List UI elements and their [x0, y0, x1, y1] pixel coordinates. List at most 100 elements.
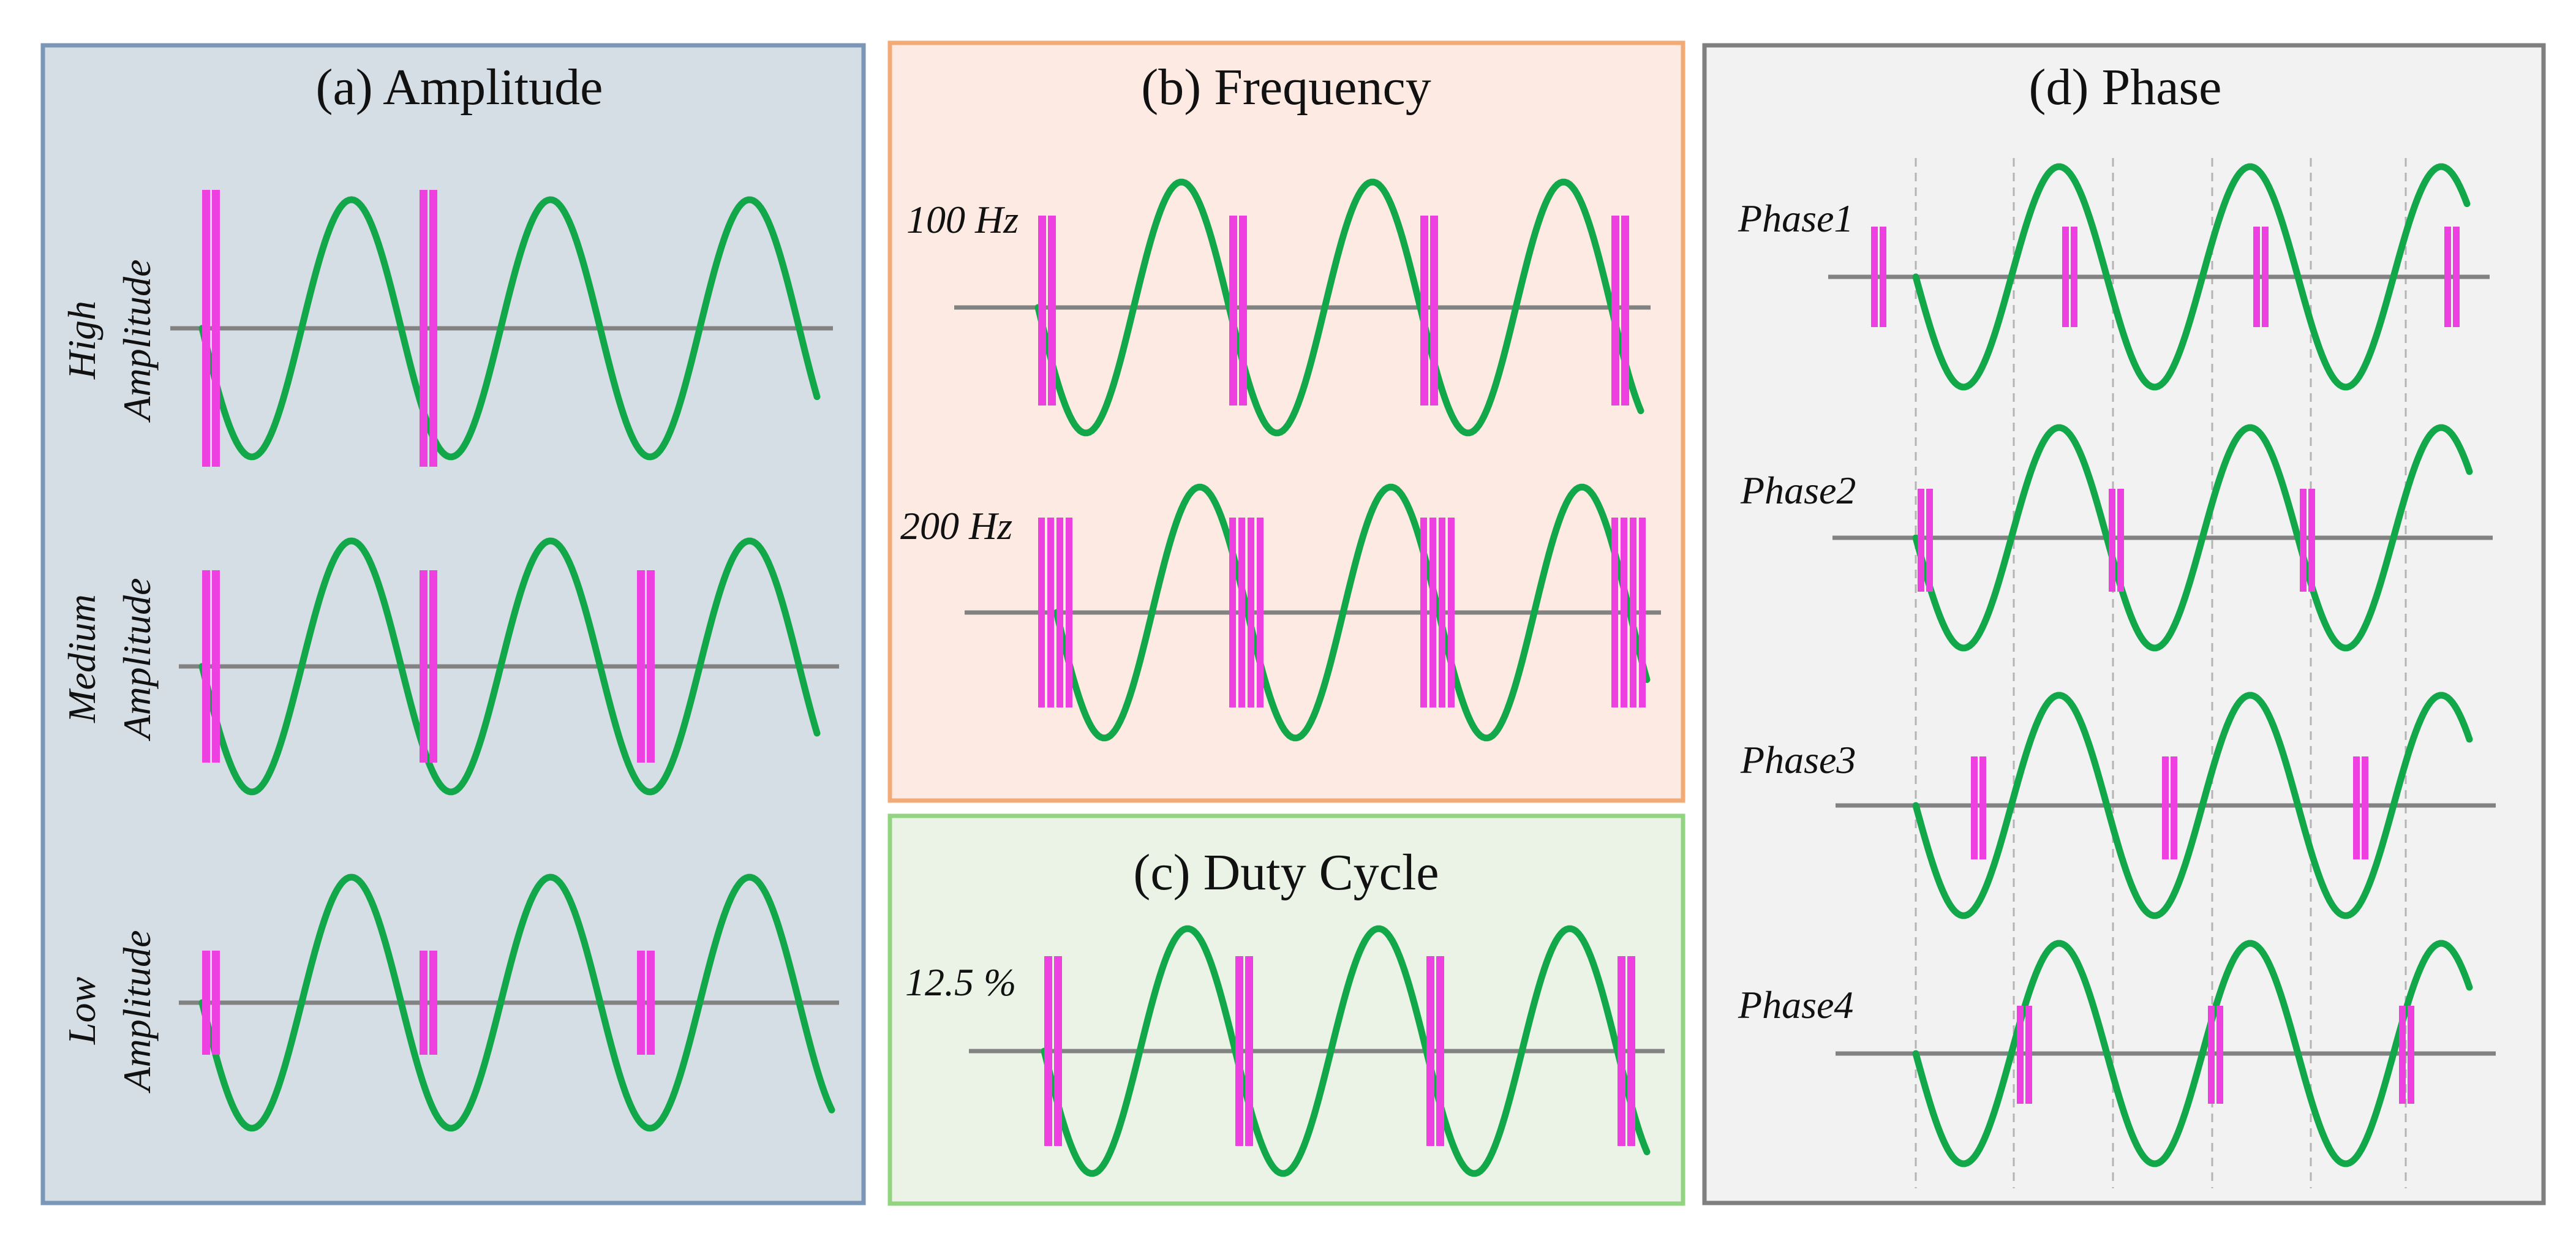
stim-pulse [1066, 518, 1072, 707]
stim-pulse [1229, 216, 1237, 405]
panel-phase-title: (d) Phase [2029, 59, 2222, 116]
stim-pulse [202, 951, 210, 1055]
pulse-trains [202, 570, 655, 763]
stim-pulse [1248, 518, 1254, 707]
panel-duty-cycle: (c) Duty Cycle 12.5 % [887, 813, 1685, 1206]
row-label-medium-line2: Amplitude [115, 578, 159, 741]
stim-pulse [2253, 227, 2260, 327]
panel-duty-cycle-box [887, 813, 1685, 1206]
panel-amplitude: (a) Amplitude High Amplitude Medium Ampl… [40, 43, 866, 1205]
pulse-trains [202, 190, 437, 467]
pulse-trains [1038, 518, 1646, 707]
sine-wave [198, 196, 821, 461]
row-label-200hz: 200 Hz [900, 504, 1012, 548]
stim-pulse [1054, 956, 1062, 1146]
stim-pulse [2399, 1006, 2406, 1104]
stim-pulse [1439, 518, 1445, 707]
amplitude-row-medium [179, 537, 839, 796]
stim-pulse [1056, 518, 1063, 707]
sine-wave [1034, 178, 1644, 437]
stim-pulse [2117, 489, 2124, 592]
pulse-trains [1871, 227, 2460, 327]
stim-pulse [2300, 489, 2307, 592]
stim-pulse [1979, 756, 1986, 859]
stim-pulse [2062, 227, 2069, 327]
stim-pulse [2109, 489, 2115, 592]
pulse-trains [2017, 1006, 2414, 1104]
stim-pulse [2308, 489, 2315, 592]
stim-pulse [1639, 518, 1646, 707]
stim-pulse [1239, 216, 1247, 405]
sine-wave [1912, 940, 2473, 1167]
stim-pulse [1257, 518, 1264, 707]
stim-pulse [1918, 489, 1924, 592]
panel-amplitude-box [40, 43, 866, 1205]
amplitude-row-high [170, 190, 833, 467]
frequency-row-200hz [965, 483, 1661, 742]
stim-pulse [1611, 216, 1619, 405]
stim-pulse [1044, 956, 1052, 1146]
stim-pulse [2353, 756, 2360, 859]
stim-pulse [1448, 518, 1455, 707]
stim-pulse [2071, 227, 2077, 327]
stim-pulse [1245, 956, 1253, 1146]
stim-pulse [2025, 1006, 2032, 1104]
stim-pulse [1038, 518, 1045, 707]
panel-duty-cycle-title: (c) Duty Cycle [1133, 844, 1439, 901]
stim-pulse [1420, 216, 1428, 405]
stim-pulse [647, 570, 655, 763]
stim-pulse [1426, 956, 1434, 1146]
phase-row-3 [1836, 692, 2496, 919]
phase-row-1 [1828, 163, 2490, 391]
stim-pulse [429, 570, 437, 763]
stim-pulse [429, 190, 437, 467]
stim-pulse [1235, 956, 1243, 1146]
stim-pulse [1047, 518, 1054, 707]
pulse-trains [1038, 216, 1629, 405]
frequency-row-100hz [954, 178, 1651, 437]
panel-frequency-title: (b) Frequency [1141, 59, 1431, 116]
stim-pulse [420, 951, 427, 1055]
stim-pulse [2017, 1006, 2024, 1104]
pulse-trains [202, 951, 655, 1055]
duty-cycle-row [969, 925, 1665, 1177]
sine-wave [1912, 692, 2473, 919]
stim-pulse [1971, 756, 1978, 859]
row-label-high-line2: Amplitude [115, 259, 159, 423]
row-label-duty: 12.5 % [905, 960, 1016, 1004]
stim-pulse [1621, 216, 1629, 405]
sine-wave [1053, 483, 1651, 742]
stim-pulse [637, 951, 645, 1055]
row-label-low-line1: Low [60, 977, 104, 1046]
stim-pulse [1871, 227, 1878, 327]
sine-wave [1041, 925, 1651, 1177]
stim-pulse [212, 570, 220, 763]
pulse-trains [1971, 756, 2368, 859]
row-label-phase3: Phase3 [1740, 738, 1856, 782]
row-label-100hz: 100 Hz [906, 198, 1019, 241]
stim-pulse [2444, 227, 2451, 327]
stim-pulse [212, 951, 220, 1055]
row-label-medium-line1: Medium [60, 594, 104, 723]
stim-pulse [1880, 227, 1886, 327]
stim-pulse [1926, 489, 1933, 592]
stim-pulse [1618, 956, 1625, 1146]
stim-pulse [1621, 518, 1627, 707]
stim-pulse [2408, 1006, 2414, 1104]
stim-pulse [420, 190, 427, 467]
row-label-phase1: Phase1 [1738, 197, 1853, 240]
amplitude-row-low [179, 873, 839, 1132]
stim-pulse [2216, 1006, 2223, 1104]
sine-wave [1912, 424, 2473, 652]
phase-row-2 [1832, 424, 2493, 652]
stim-pulse [1038, 216, 1046, 405]
stim-pulse [1229, 518, 1236, 707]
panel-phase: (d) Phase Phase1 Phase2 Phase3 Phase4 [1702, 43, 2546, 1205]
stim-pulse [202, 190, 210, 467]
stim-pulse [647, 951, 655, 1055]
stim-pulse [2208, 1006, 2215, 1104]
pulse-trains [1044, 956, 1635, 1146]
stim-pulse [1611, 518, 1618, 707]
stim-pulse [1238, 518, 1245, 707]
